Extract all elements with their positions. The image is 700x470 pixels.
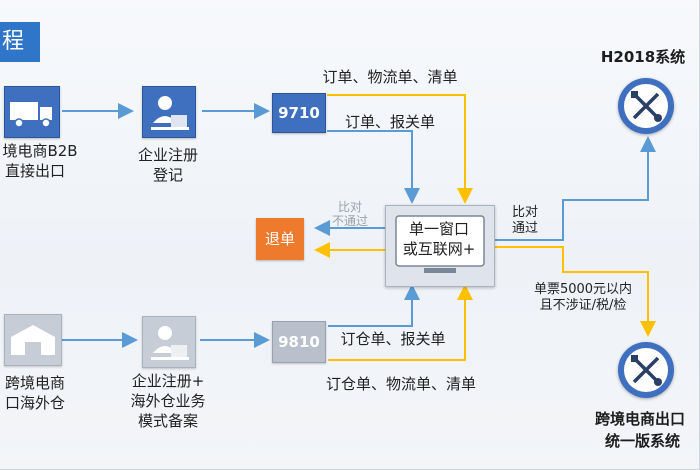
reject-box: 退单 [256, 218, 304, 260]
tools-icon [624, 348, 668, 392]
threshold-label-line1: 单票5000元以内 [533, 282, 633, 297]
tools-icon [624, 84, 668, 128]
window-label-line1: 单一窗口 [408, 220, 469, 238]
h2018-system-node [618, 78, 674, 134]
bottom-lower-docs-label: 订仓单、物流单、清单 [325, 375, 476, 393]
pass-label-line2: 通过 [511, 221, 538, 236]
fail-label-line1: 比对 [337, 200, 362, 214]
register-node-bottom [142, 316, 196, 368]
code-9710-box: 9710 [272, 93, 326, 133]
top-upper-docs-label: 订单、物流单、清单 [322, 68, 458, 86]
page-title: 程 [0, 22, 40, 62]
register-label-bottom-line3: 模式备案 [137, 412, 198, 430]
warehouse-icon [11, 325, 55, 355]
register-label-top-line1: 企业注册 [137, 146, 198, 164]
top-lower-docs-label: 订单、报关单 [344, 113, 435, 131]
arrow-window-to-h2018 [495, 136, 656, 241]
threshold-label-line2: 且不涉证/税/检 [539, 298, 627, 313]
pass-label-line1: 比对 [511, 205, 538, 220]
source-label-warehouse-line1: 跨境电商 [4, 374, 65, 392]
unified-system-node [618, 342, 674, 398]
register-node-top [142, 86, 196, 138]
register-label-top-line2: 登记 [152, 166, 183, 184]
truck-icon [10, 102, 52, 128]
register-label-bottom-line2: 海外仓业务 [130, 392, 206, 410]
fail-label-line2: 不通过 [331, 214, 368, 228]
person-desk-icon [151, 96, 189, 130]
h2018-label: H2018系统 [600, 48, 686, 66]
source-label-b2b-line2: 直接出口 [4, 162, 65, 180]
arrow-9810-blue [328, 284, 420, 327]
warehouse-node [4, 314, 62, 366]
register-label-bottom-line1: 企业注册+ [131, 372, 205, 390]
single-window-node [385, 205, 495, 287]
code-9810-box: 9810 [272, 321, 326, 363]
arrow-9810-yellow [328, 284, 473, 361]
source-label-warehouse-line2: 口海外仓 [4, 394, 65, 412]
person-desk-icon [151, 326, 189, 360]
unified-label-line2: 统一版系统 [604, 432, 680, 450]
arrow-9710-blue [327, 130, 420, 204]
unified-label-line1: 跨境电商出口 [594, 410, 685, 428]
monitor-icon [395, 215, 485, 273]
bottom-upper-docs-label: 订仓单、报关单 [340, 330, 446, 348]
truck-node [4, 86, 60, 138]
arrow-window-to-unified [495, 246, 656, 337]
arrow-9710-yellow [327, 94, 473, 204]
source-label-b2b-line1: 境电商B2B [2, 142, 78, 160]
window-label-line2: 或互联网+ [402, 240, 476, 258]
